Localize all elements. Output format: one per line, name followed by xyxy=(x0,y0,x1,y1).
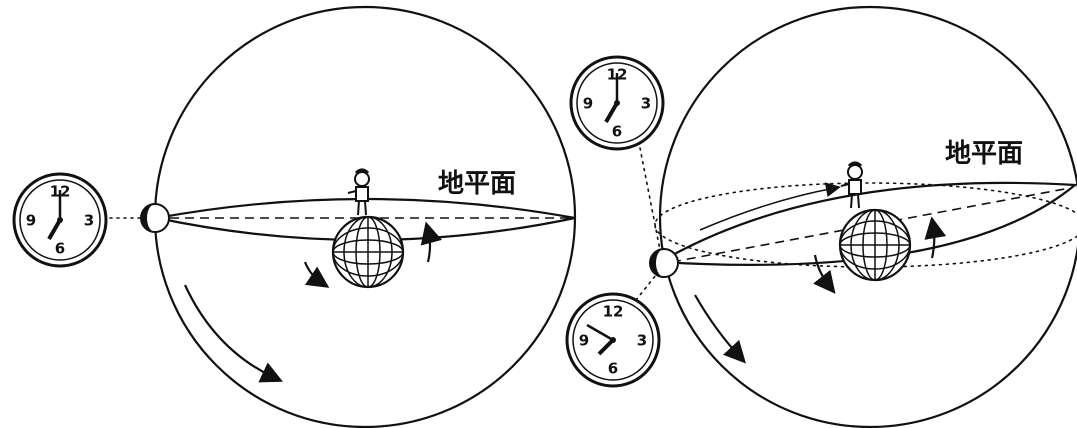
moon-path-arrow-left xyxy=(185,285,275,378)
clock-left: 12 3 6 9 xyxy=(14,174,106,266)
horizon-label-right: 地平面 xyxy=(945,139,1023,169)
clock-top-6: 6 xyxy=(612,123,622,141)
clock-connector-top-right xyxy=(640,148,660,250)
clock-connector-bottom-right xyxy=(636,275,656,300)
moon-path-arrow-right xyxy=(695,295,740,357)
clock-left-6: 6 xyxy=(55,240,65,258)
clock-top-9: 9 xyxy=(583,95,593,113)
right-diagram: 地平面 12 3 6 9 12 3 6 9 xyxy=(567,7,1077,427)
clock-top-3: 3 xyxy=(641,95,651,113)
left-diagram: 地平面 12 3 6 9 xyxy=(14,7,575,427)
clock-top-right: 12 3 6 9 xyxy=(571,57,663,149)
moon-icon-right xyxy=(650,249,678,277)
earth-globe-icon-right xyxy=(840,210,910,280)
rotation-arrow-up-left xyxy=(428,230,430,262)
clock-left-3: 3 xyxy=(84,212,94,230)
observer-figure-icon-right xyxy=(841,163,862,208)
moon-icon xyxy=(141,204,169,232)
clock-left-9: 9 xyxy=(26,212,36,230)
earth-globe-icon xyxy=(333,217,403,287)
clock-bottom-right: 12 3 6 9 xyxy=(567,294,659,386)
clock-bottom-6: 6 xyxy=(608,360,618,378)
clock-bottom-9: 9 xyxy=(579,332,589,350)
observer-figure-icon xyxy=(348,170,369,215)
rotation-arrow-icon xyxy=(305,262,322,283)
rotation-arrow-up-right xyxy=(932,225,934,258)
horizon-label-left: 地平面 xyxy=(438,169,516,199)
clock-bottom-3: 3 xyxy=(637,332,647,350)
rotation-arrow-icon-right xyxy=(815,255,830,287)
clock-bottom-12: 12 xyxy=(603,303,624,321)
